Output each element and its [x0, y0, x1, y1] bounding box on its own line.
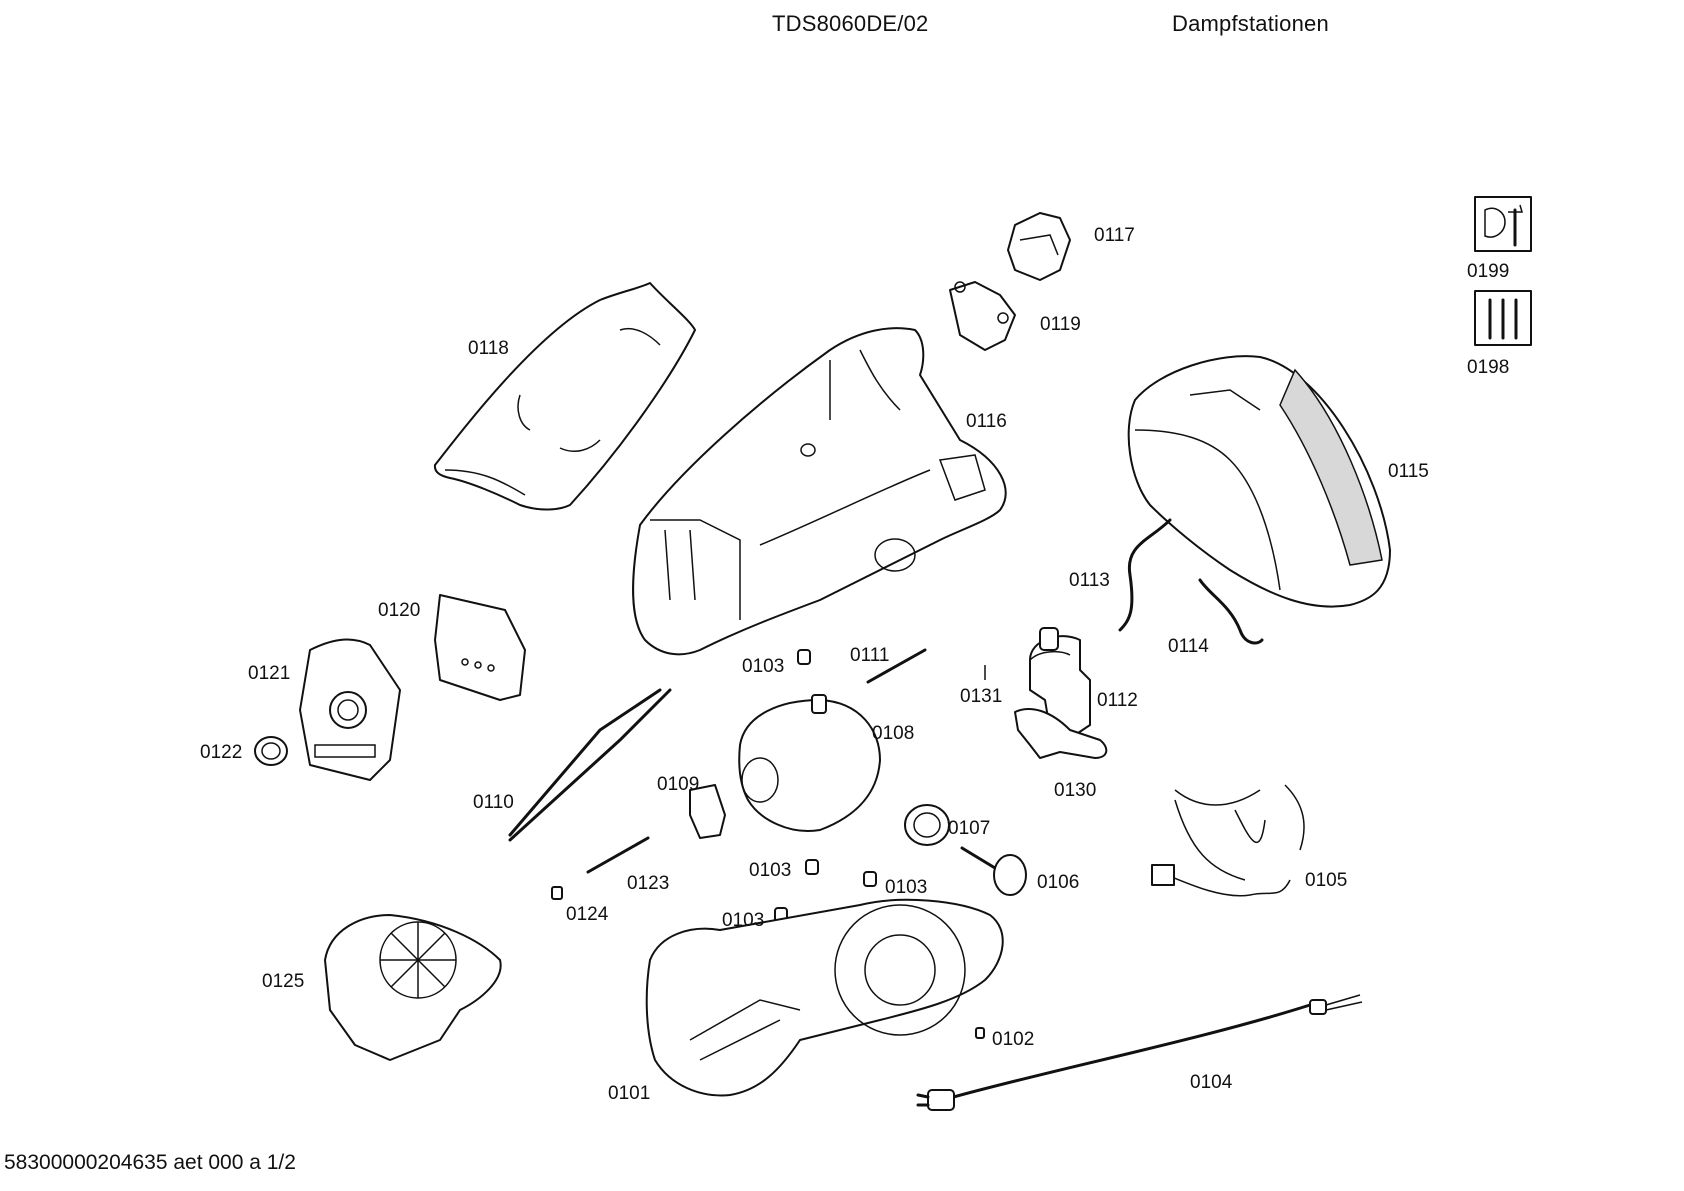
label-0198: 0198: [1467, 357, 1509, 378]
label-0108: 0108: [872, 723, 914, 744]
label-0124: 0124: [566, 904, 609, 925]
label-0115: 0115: [1388, 461, 1429, 482]
label-0119: 0119: [1040, 314, 1081, 335]
label-0103-a: 0103: [742, 656, 784, 677]
part-0119-bracket: [949, 281, 1016, 351]
part-0130-base-plate: [1014, 708, 1108, 759]
label-0109: 0109: [657, 774, 699, 795]
label-0103-c: 0103: [885, 877, 927, 898]
label-0123: 0123: [627, 873, 669, 894]
label-0110: 0110: [473, 792, 514, 813]
label-0130: 0130: [1054, 780, 1096, 801]
label-0106: 0106: [1037, 872, 1079, 893]
part-0116-upper-housing: [632, 327, 1007, 656]
wrench-icon: [1474, 196, 1532, 252]
label-0122: 0122: [200, 742, 242, 763]
part-0110-cable-b: [508, 688, 672, 842]
label-0102: 0102: [992, 1029, 1034, 1050]
part-0114-hose: [1198, 578, 1264, 645]
label-0120: 0120: [378, 600, 420, 621]
label-0105: 0105: [1305, 870, 1347, 891]
label-0121: 0121: [248, 663, 290, 684]
part-0108-boiler: [738, 694, 881, 832]
label-0103-d: 0103: [722, 910, 764, 931]
part-0117-connector: [1007, 212, 1071, 281]
part-0121-control-panel: [299, 638, 401, 781]
part-0110-cable: [508, 688, 662, 837]
label-0101: 0101: [608, 1083, 650, 1104]
part-0115-side-cover: [1127, 355, 1391, 608]
label-0112: 0112: [1097, 690, 1138, 711]
part-0103-screw: [797, 649, 811, 665]
part-0101-base: [645, 898, 1004, 1097]
label-0118: 0118: [468, 338, 509, 359]
label-0125: 0125: [262, 971, 304, 992]
part-0102-clip: [975, 1027, 985, 1039]
part-0125-fan-housing: [324, 914, 502, 1061]
label-0111: 0111: [850, 645, 889, 666]
part-0105-wiring: [1151, 784, 1305, 897]
category-title: Dampfstationen: [1172, 11, 1329, 36]
label-0116: 0116: [966, 411, 1007, 432]
model-number: TDS8060DE/02: [772, 11, 929, 36]
part-0112-pump: [1029, 627, 1091, 736]
part-0106-cap: [960, 846, 1027, 896]
screws-icon: [1474, 290, 1532, 346]
label-0103-b: 0103: [749, 860, 791, 881]
label-0117: 0117: [1094, 225, 1135, 246]
part-0123-tube: [586, 836, 650, 874]
part-0103-screw-b: [805, 859, 819, 875]
label-0131: 0131: [960, 686, 1002, 707]
label-0114: 0114: [1168, 636, 1209, 657]
label-0104: 0104: [1190, 1072, 1233, 1093]
label-0113: 0113: [1069, 570, 1110, 591]
document-reference: 58300000204635 aet 000 a 1/2: [4, 1151, 296, 1174]
part-0122-knob: [254, 736, 288, 766]
part-0118-tank-lid: [433, 282, 696, 511]
part-0109-valve: [689, 784, 726, 839]
part-0103-screw-c: [863, 871, 877, 887]
label-0199: 0199: [1467, 261, 1509, 282]
part-0104-power-cord: [916, 994, 1363, 1111]
part-0107-seal: [904, 804, 950, 846]
part-0124-fitting: [551, 886, 563, 900]
part-0113-hose: [1118, 518, 1172, 632]
part-0120-control-board: [434, 594, 526, 701]
label-0107: 0107: [948, 818, 990, 839]
part-0111-rod: [866, 648, 927, 684]
